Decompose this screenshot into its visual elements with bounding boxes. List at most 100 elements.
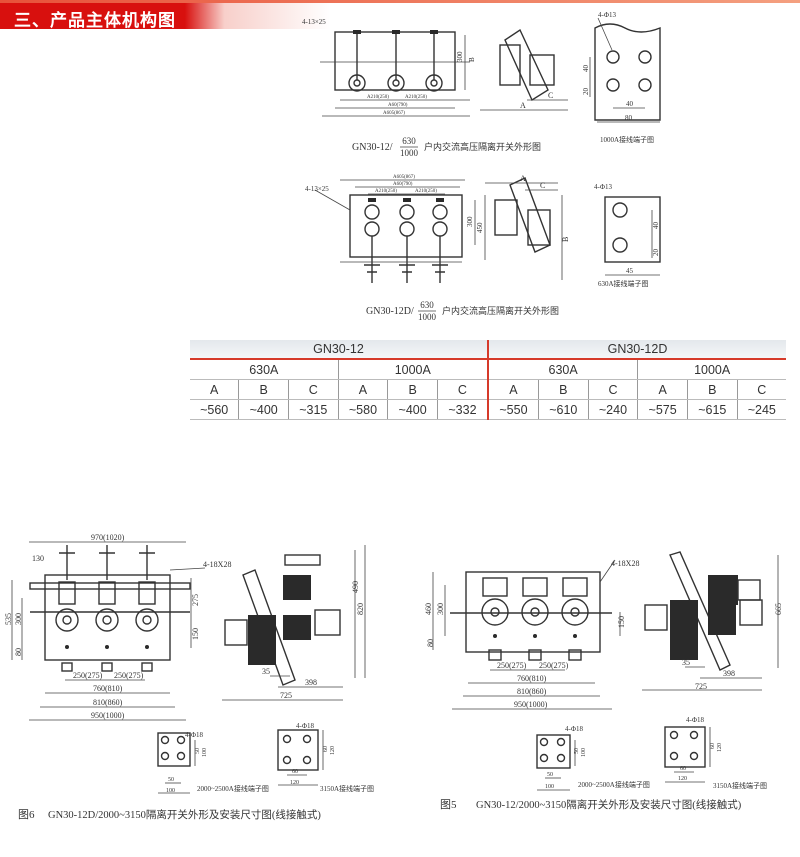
- dimension-label: 250(275): [114, 671, 144, 680]
- terminal: [353, 30, 361, 34]
- dimension-label: 300: [14, 613, 23, 625]
- dimension-label: 60: [710, 743, 716, 749]
- dimension-label: 4-13×25: [305, 185, 329, 193]
- contact-wheel: [55, 608, 79, 632]
- dimension-label: 100: [545, 784, 554, 790]
- table-cell: ~550: [486, 399, 539, 420]
- dimension-label: 4-18X28: [203, 560, 231, 569]
- dimension-label: 120: [678, 776, 687, 782]
- dimension-line: [314, 189, 351, 211]
- mounting-foot: [568, 649, 582, 661]
- terminal-hole: [689, 751, 699, 761]
- model-header: GN30-12: [190, 340, 488, 360]
- top-accent-line: [0, 0, 800, 3]
- terminal: [430, 30, 438, 34]
- current-header: 1000A: [637, 359, 786, 380]
- figure-caption: GN30-12/2000~3150隔离开关外形及安装尺寸图(线接触式): [476, 798, 742, 811]
- contact-wheel: [348, 74, 366, 92]
- dimension-label: 490: [351, 581, 360, 593]
- dimension-label: 4-Φ18: [565, 725, 583, 733]
- current-header: 1000A: [337, 359, 488, 380]
- terminal: [403, 198, 411, 202]
- housing: [644, 604, 668, 631]
- column-header: C: [736, 379, 786, 400]
- dimension-label: 725: [695, 682, 707, 691]
- insulator: [248, 640, 276, 665]
- dimension-label: 630A接线端子图: [598, 279, 649, 288]
- dimension-label: 50: [574, 748, 580, 754]
- grounding-blade: [399, 264, 415, 273]
- terminal-hole: [669, 730, 679, 740]
- column-header: A: [337, 379, 388, 400]
- terminal-hole: [539, 753, 549, 763]
- insulator: [499, 44, 521, 86]
- dimension-label: A605(867): [383, 111, 405, 116]
- dimension-label: 35: [262, 667, 270, 676]
- terminal-hole: [160, 751, 170, 761]
- dimension-label: 970(1020): [91, 533, 125, 542]
- caption-text: 户内交流高压隔离开关外形图: [424, 141, 541, 152]
- terminal-hole: [612, 202, 628, 218]
- dimension-line: [599, 559, 616, 583]
- housing: [284, 554, 321, 566]
- table-value-row: ~560~400~315~580~400~332~550~610~240~575…: [190, 399, 786, 420]
- dimension-label: 60: [680, 766, 686, 772]
- dimension-label: 40: [626, 100, 634, 108]
- top-contact: [139, 545, 155, 580]
- dimension-label: C: [540, 181, 545, 190]
- top-contact: [99, 545, 115, 580]
- caption-fraction-denominator: 1000: [418, 312, 437, 322]
- frame: [277, 729, 319, 771]
- terminal-hole: [302, 734, 312, 744]
- dimension-label: 250(275): [539, 661, 569, 670]
- dimension-label: A210(250): [415, 189, 437, 194]
- contact-block: [482, 577, 508, 597]
- terminal-hole: [689, 730, 699, 740]
- dimension-label: 4-Φ13: [594, 183, 612, 191]
- table-cell: ~580: [337, 399, 388, 420]
- insulator: [283, 615, 311, 640]
- frame: [349, 194, 463, 258]
- caption-fraction-denominator: 1000: [400, 148, 419, 158]
- contact-hub: [62, 615, 72, 625]
- dimension-label: A605(867): [393, 175, 415, 180]
- contact-wheel: [432, 204, 448, 220]
- figure-number: 图5: [440, 798, 457, 811]
- frame: [157, 732, 191, 767]
- contact-hub: [353, 79, 361, 87]
- current-header: 630A: [486, 359, 638, 380]
- terminal-hole: [606, 78, 620, 92]
- table-cell: ~560: [190, 399, 239, 420]
- table-cell: ~315: [287, 399, 339, 420]
- dimension-label: 60: [292, 769, 298, 775]
- contact-hub: [570, 607, 580, 617]
- bolt: [573, 634, 577, 638]
- dimension-label: 950(1000): [514, 700, 548, 709]
- contact-hub: [430, 79, 438, 87]
- terminal-hole: [556, 737, 566, 747]
- dimension-label: 4-18X28: [611, 559, 639, 568]
- housing: [314, 609, 341, 636]
- column-header: B: [387, 379, 438, 400]
- table-cell: ~400: [387, 399, 438, 420]
- figure-caption: GN30-12D/2000~3150隔离开关外形及安装尺寸图(线接触式): [48, 808, 321, 821]
- column-header: B: [537, 379, 589, 400]
- grounding-blade: [364, 264, 380, 273]
- terminal-plate: [604, 196, 661, 263]
- dimension-label: 80: [14, 648, 23, 656]
- dimension-label: 760(810): [93, 684, 123, 693]
- table-cell: ~400: [238, 399, 289, 420]
- dimension-label: 3150A接线端子图: [320, 784, 374, 793]
- dimension-label: 45: [626, 267, 634, 275]
- contact-wheel: [364, 221, 380, 237]
- grounding-blade: [432, 264, 448, 273]
- terminal-hole: [282, 734, 292, 744]
- insulator: [527, 209, 551, 246]
- contact-wheel: [399, 221, 415, 237]
- terminal: [436, 198, 444, 202]
- table-model-row: GN30-12 GN30-12D: [190, 340, 786, 360]
- dimension-label: 100: [581, 748, 587, 757]
